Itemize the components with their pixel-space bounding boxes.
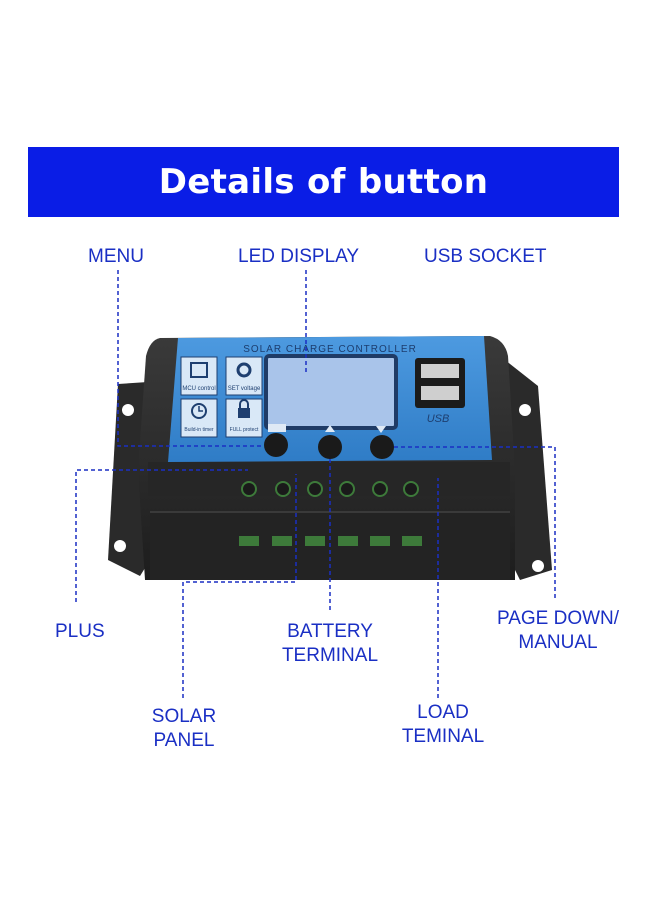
label-load-line2: TEMINAL xyxy=(401,726,485,747)
label-page-down-manual: PAGE DOWN/ MANUAL xyxy=(490,607,626,655)
label-battery-line1: BATTERY xyxy=(287,621,373,642)
label-load-line1: LOAD xyxy=(417,702,469,723)
label-usb-socket: USB SOCKET xyxy=(424,246,547,267)
label-led-display: LED DISPLAY xyxy=(238,246,360,267)
terminal-slots xyxy=(239,536,422,546)
label-solar-line1: SOLAR xyxy=(151,706,217,727)
icon-timer-label: Build-in timer xyxy=(184,427,214,433)
mounting-ear-left xyxy=(108,382,150,576)
icon-mcu-label: MCU control xyxy=(182,386,215,392)
up-button[interactable] xyxy=(318,435,342,459)
mounting-ear-right xyxy=(505,360,552,580)
label-solar-line2: PANEL xyxy=(153,730,215,751)
lcd-screen xyxy=(264,354,398,430)
label-battery-line2: TERMINAL xyxy=(281,645,379,666)
usb-port-icon xyxy=(415,358,465,408)
clock-icon xyxy=(180,398,218,438)
down-manual-button[interactable] xyxy=(370,435,394,459)
mcu-chip-icon xyxy=(180,356,218,396)
banner-title: Details of button xyxy=(158,162,489,202)
label-page-down-line1: PAGE DOWN/ xyxy=(496,608,620,629)
label-solar-panel: SOLAR PANEL xyxy=(136,705,232,753)
icon-protect-label: FULL protect xyxy=(230,427,259,433)
label-page-down-line2: MANUAL xyxy=(518,632,598,653)
label-plus: PLUS xyxy=(55,621,105,642)
menu-button[interactable] xyxy=(264,433,288,457)
gear-icon xyxy=(225,356,263,396)
label-battery-terminal: BATTERY TERMINAL xyxy=(270,620,390,668)
leader-lines xyxy=(75,270,556,698)
label-load-terminal: LOAD TEMINAL xyxy=(394,701,492,749)
title-banner: Details of button xyxy=(28,147,619,217)
icon-set-label: SET voltage xyxy=(228,386,261,392)
padlock-icon xyxy=(225,398,263,438)
label-menu: MENU xyxy=(88,246,144,267)
terminal-screws xyxy=(241,481,419,497)
panel-title: SOLAR CHARGE CONTROLLER xyxy=(243,344,417,355)
usb-label: USB xyxy=(427,413,450,425)
